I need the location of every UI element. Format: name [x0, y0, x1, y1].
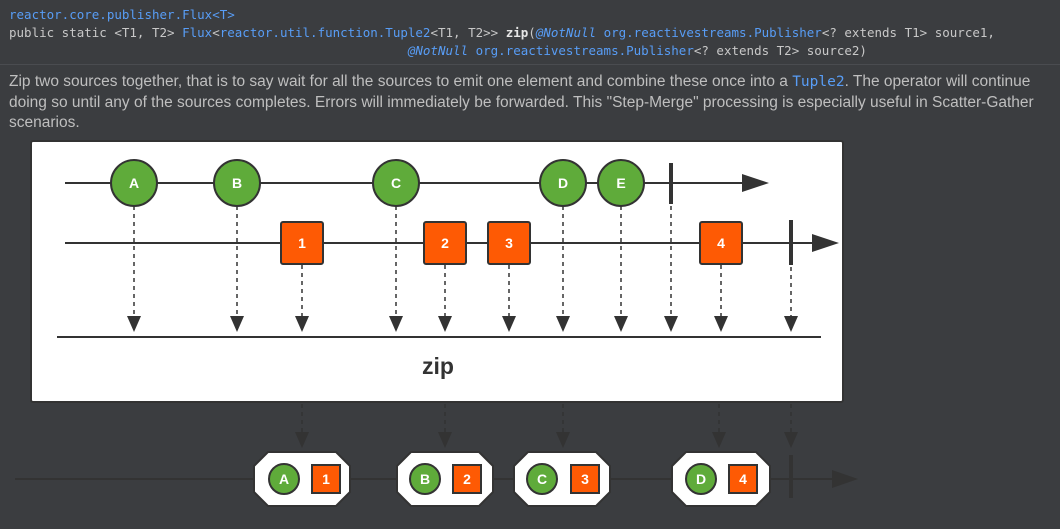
marble-circle: A [110, 159, 158, 207]
return-type-rest: <T1, T2>> [430, 25, 506, 40]
description-text-after: . The operator will continue doing so un… [9, 73, 1034, 131]
marble-square: 1 [280, 221, 324, 265]
marble-circle: E [597, 159, 645, 207]
source1-items: A B C D E [110, 159, 645, 207]
publisher-type-link-1[interactable]: org.reactivestreams.Publisher [603, 25, 822, 40]
tuple2-type-link[interactable]: reactor.util.function.Tuple2 [219, 25, 431, 40]
signature-modifiers: public static <T1, T2> [9, 25, 183, 40]
svg-text:4: 4 [739, 471, 747, 487]
publisher-type-link-2[interactable]: org.reactivestreams.Publisher [475, 43, 694, 58]
flux-type-link[interactable]: Flux [182, 25, 213, 40]
output-tuple: C 3 [513, 451, 611, 507]
svg-text:3: 3 [581, 471, 589, 487]
svg-text:D: D [696, 471, 706, 487]
output-arrowheads [295, 432, 798, 448]
svg-text:A: A [129, 175, 139, 191]
notnull-annotation-2[interactable]: @NotNull [407, 43, 469, 58]
method-name: zip [505, 25, 529, 40]
marble-square: 4 [699, 221, 743, 265]
output-tuple: D 4 [671, 451, 771, 507]
svg-text:D: D [558, 175, 568, 191]
marble-circle: D [539, 159, 587, 207]
notnull-annotation-1[interactable]: @NotNull [535, 25, 597, 40]
svg-text:E: E [616, 175, 625, 191]
output-tuple: B 2 [396, 451, 494, 507]
svg-text:C: C [391, 175, 401, 191]
svg-text:2: 2 [441, 235, 449, 251]
drop-lines [133, 206, 792, 330]
svg-text:B: B [420, 471, 430, 487]
return-type-open: < [212, 25, 220, 40]
method-signature: reactor.core.publisher.Flux<T> public st… [9, 6, 995, 60]
marble-circle: C [372, 159, 420, 207]
marble-square: 2 [423, 221, 467, 265]
drop-arrowheads [127, 316, 798, 332]
svg-text:1: 1 [298, 235, 306, 251]
svg-text:4: 4 [717, 235, 725, 251]
tuple2-code-link[interactable]: Tuple2 [792, 74, 845, 90]
source2-items: 1 2 3 4 [280, 221, 743, 265]
description-text-before: Zip two sources together, that is to say… [9, 73, 793, 90]
svg-text:2: 2 [463, 471, 471, 487]
description: Zip two sources together, that is to say… [9, 72, 1049, 134]
output-drop-lines [301, 404, 792, 436]
marble-square: 3 [487, 221, 531, 265]
paren-open: ( [528, 25, 536, 40]
class-reference-link[interactable]: reactor.core.publisher.Flux<T> [9, 7, 235, 22]
svg-text:B: B [232, 175, 242, 191]
operator-label: zip [422, 353, 454, 379]
param2-rest: <? extends T2> source2) [693, 43, 867, 58]
param1-rest: <? extends T1> source1, [821, 25, 995, 40]
source2-timeline-arrow [812, 234, 839, 252]
svg-text:1: 1 [322, 471, 330, 487]
source1-timeline-arrow [742, 174, 769, 192]
separator [0, 64, 1060, 65]
output-timeline-arrow [832, 470, 858, 488]
svg-text:A: A [279, 471, 289, 487]
marble-circle: B [213, 159, 261, 207]
svg-text:3: 3 [505, 235, 513, 251]
output-items: A 1 B 2 C 3 D 4 [253, 451, 771, 507]
svg-text:C: C [537, 471, 547, 487]
output-tuple: A 1 [253, 451, 351, 507]
